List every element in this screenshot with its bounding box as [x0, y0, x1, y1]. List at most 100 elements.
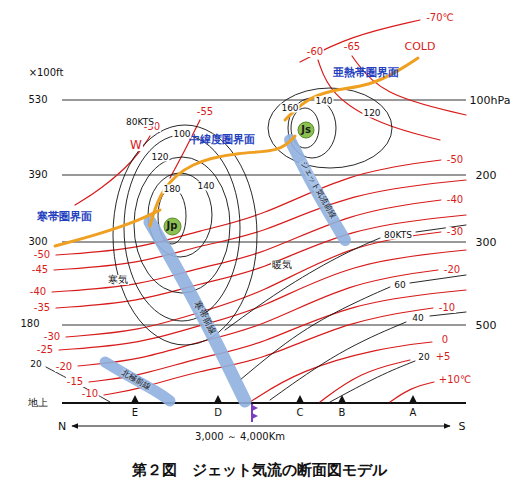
isotach-label: 120 — [150, 153, 169, 162]
isotherm-line — [104, 308, 433, 395]
isotach-contour — [268, 88, 392, 168]
midlatitude-tropopause — [150, 136, 295, 226]
isotherm-label: -25 — [36, 345, 54, 355]
isotherm-label: -15 — [66, 377, 84, 387]
station-mark — [409, 395, 417, 403]
jet-core-label: Js — [301, 125, 311, 135]
ground-line — [62, 402, 466, 404]
isotherm-label: -20 — [55, 362, 73, 372]
isotherm-label: -30 — [446, 227, 464, 237]
air-mass-label: 寒気 — [107, 275, 129, 285]
distance-label: 3,000 ～ 4,000Km — [194, 432, 286, 442]
station-label: D — [213, 408, 223, 418]
isotach-label: 60 — [393, 281, 406, 290]
isotherm-line — [66, 232, 441, 337]
isotherm-line — [320, 360, 410, 402]
jet-core-circle: Js — [297, 121, 315, 139]
isotherm-line — [59, 250, 466, 350]
arctic-front-band — [105, 362, 170, 401]
isotherm-label: -60 — [306, 47, 324, 57]
isotach-contour — [124, 135, 240, 321]
front-label: ジェット気流前線 — [299, 159, 338, 221]
station-mark — [296, 395, 304, 403]
altitude-label: 530 — [27, 95, 48, 105]
isotach-label: 120 — [362, 109, 381, 118]
isotherm-label: -10 — [81, 389, 99, 399]
jet-front-band — [290, 140, 345, 240]
air-mass-label: 暖気 — [271, 260, 293, 270]
polar-front-band — [150, 222, 245, 401]
isotherm-label: -40 — [446, 195, 464, 205]
isotherm-label: -50 — [446, 155, 464, 165]
isotherm-line — [78, 270, 438, 366]
isotach-contour — [330, 361, 415, 402]
isotherm-label: -30 — [43, 332, 61, 342]
warm-label: W — [129, 139, 143, 151]
isotherm-label: -35 — [33, 303, 51, 313]
jet-core-label: Jp — [167, 221, 178, 231]
isotach-label: 180 — [162, 185, 181, 194]
altitude-label: 390 — [27, 170, 48, 180]
altitude-label: 300 — [27, 237, 48, 247]
isotherm-label: +5 — [435, 352, 452, 362]
isotherm-label: -40 — [29, 287, 47, 297]
tropopause-label: 中緯度圏界面 — [188, 134, 256, 145]
tropopause-label: 寒帯圏界面 — [36, 211, 93, 222]
station-mark — [131, 395, 139, 403]
isotherm-label: -45 — [31, 265, 49, 275]
isotach-contour — [46, 367, 110, 402]
isotherm-label: -20 — [443, 265, 461, 275]
surface-front-symbol — [252, 413, 258, 419]
direction-label: S — [458, 421, 467, 432]
isotherm-label: -55 — [196, 107, 214, 117]
isotach-label: 40 — [411, 314, 424, 323]
cold-label: COLD — [404, 41, 437, 52]
isotherm-label: -50 — [33, 250, 51, 260]
pressure-label: 200 — [475, 170, 498, 181]
isotherm-line — [89, 290, 466, 382]
isotherm-label: -70℃ — [425, 13, 455, 23]
isotherm-line — [390, 382, 434, 402]
jet-core-circle: Jp — [163, 217, 182, 236]
pressure-label: 300 — [475, 237, 498, 248]
pressure-level-line — [62, 325, 466, 326]
station-label: B — [338, 408, 347, 418]
axis-unit: ×100ft — [28, 68, 65, 78]
isotach-label: 80KTS — [383, 231, 413, 240]
figure-caption: 第２図 ジェット気流の断面図モデル — [0, 461, 518, 480]
pressure-label: 500 — [475, 320, 498, 331]
direction-label: N — [57, 421, 67, 432]
altitude-label: 180 — [19, 319, 40, 329]
pressure-label: 100hPa — [469, 95, 512, 106]
isotach-contour — [113, 125, 257, 345]
jet-core-fill — [164, 218, 181, 235]
subtropical-tropopause — [285, 58, 418, 120]
tropopause-label: 亜熱帯圏界面 — [332, 67, 400, 78]
isotherm-line — [54, 180, 466, 270]
isotach-label: 140 — [196, 182, 215, 191]
pressure-level-line — [62, 242, 466, 243]
isotach-label: 160 — [280, 104, 299, 113]
isotach-contour — [225, 238, 380, 330]
station-mark — [214, 395, 222, 403]
station-label: E — [131, 408, 139, 418]
pressure-level-line — [62, 175, 466, 176]
isotherm-label: +10℃ — [438, 375, 472, 385]
isotach-label: 140 — [314, 97, 333, 106]
pressure-level-line — [62, 100, 466, 101]
isotherm-line — [300, 20, 420, 62]
station-mark — [338, 395, 346, 403]
isotach-contour — [240, 287, 390, 380]
isotach-label: 20 — [417, 353, 430, 362]
distance-arrow — [72, 426, 450, 427]
jet-core-fill — [298, 122, 314, 138]
isotherm-label: -10 — [438, 303, 456, 313]
isotach-label: 80KTS — [125, 118, 155, 127]
isotach-contour — [410, 275, 466, 283]
isotach-contour — [270, 322, 406, 400]
ground-label: 地上 — [27, 398, 49, 408]
station-label: A — [409, 408, 418, 418]
isotach-label: 20 — [29, 360, 42, 369]
station-label: C — [296, 408, 305, 418]
